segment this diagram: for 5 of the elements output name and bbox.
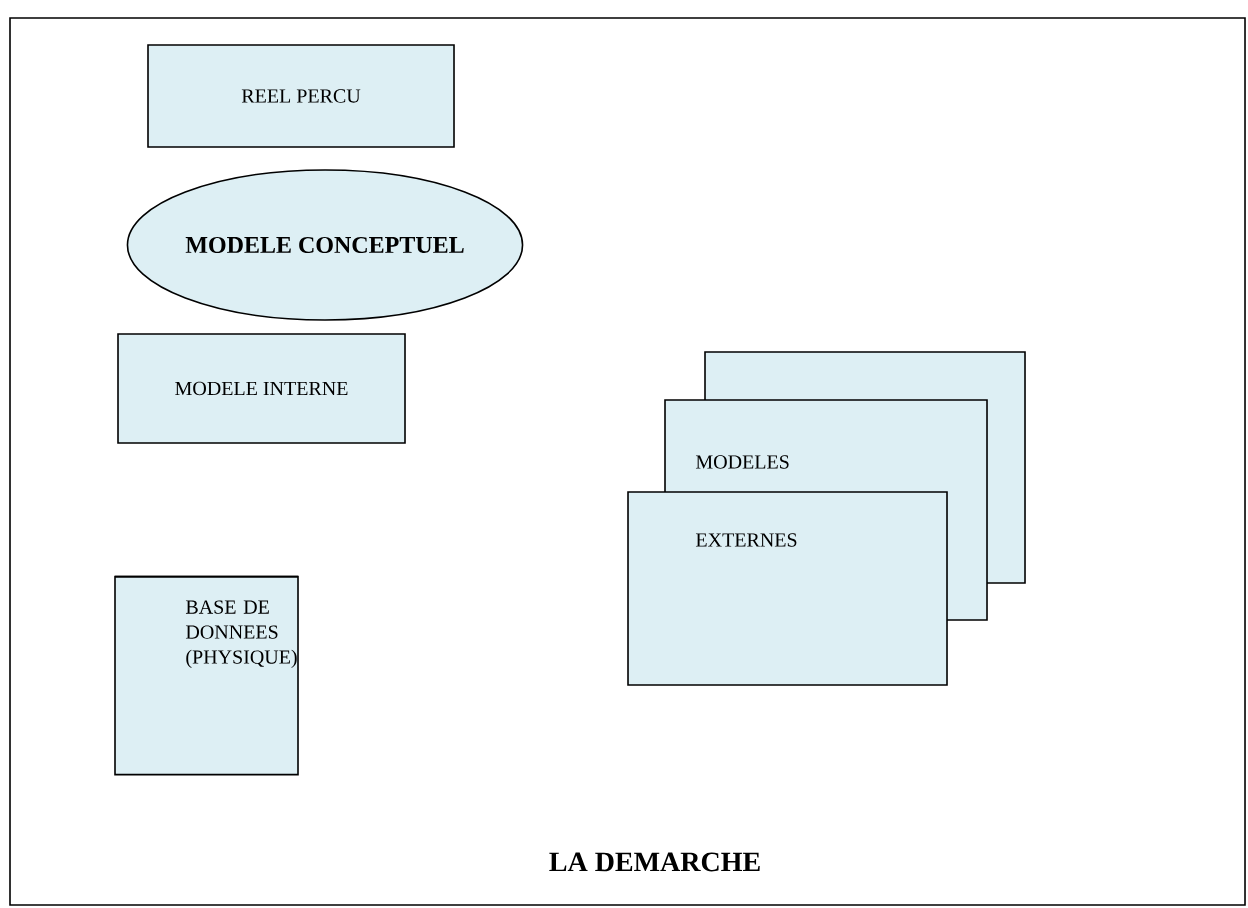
label-box: REEL PERCU xyxy=(147,44,455,148)
label-box: MODELE INTERNE xyxy=(117,333,406,444)
page-box: EXTERNES xyxy=(627,491,948,686)
caption: LA DEMARCHE xyxy=(549,852,760,872)
database-cylinder: BASE DE DONNEES (PHYSIQUE) xyxy=(114,575,299,776)
